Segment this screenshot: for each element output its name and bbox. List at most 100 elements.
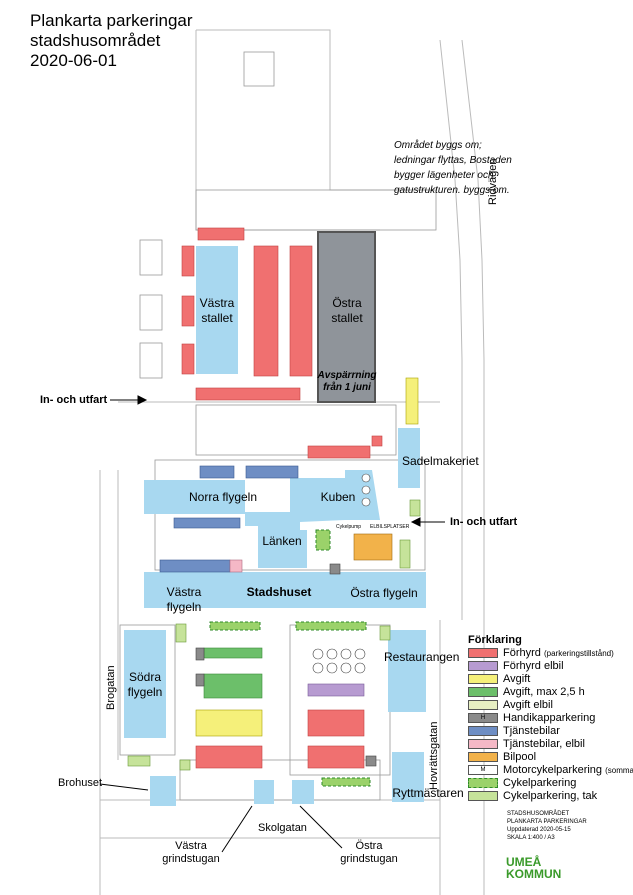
ostra-flygeln-label: Östra flygeln — [350, 586, 418, 600]
logo-line2: KOMMUN — [506, 867, 562, 881]
vastra-stallet-label: Västra stallet — [199, 296, 235, 325]
legend-title: Förklaring — [468, 634, 522, 646]
ostra-stallet-label: Östra stallet — [331, 296, 363, 325]
entrance-left-label: In- och utfart — [40, 394, 108, 406]
kuben-label: Kuben — [320, 490, 356, 504]
legend-label: Förhyrd elbil — [503, 660, 564, 673]
legend-label: Handikapparkering — [503, 712, 595, 725]
ostra-grindstugan-label: Östra grindstugan — [340, 840, 398, 865]
legend-label-text: Avgift, max 2,5 h — [503, 686, 585, 698]
legend-item: Bilpool — [468, 751, 633, 764]
map-metadata: STADSHUSOMRÅDET PLANKARTA PARKERINGAR Uppd… — [507, 810, 587, 842]
legend-label-text: Bilpool — [503, 751, 537, 763]
legend-item: Avgift elbil — [468, 699, 633, 712]
legend-swatch — [468, 752, 498, 762]
ryttmastaren-label: Ryttmästaren — [392, 786, 464, 800]
logo-line1: UMEÅ — [506, 855, 542, 869]
fee-parking — [195, 377, 419, 737]
legend-item: Cykelparkering — [468, 777, 633, 790]
legend-label: Förhyrd (parkeringstillstånd) — [503, 647, 614, 660]
legend-label: Tjänstebilar — [503, 725, 560, 738]
elbilsplatser-label: ELBILSPLATSER — [370, 524, 410, 530]
legend-label-text: Tjänstebilar, elbil — [503, 738, 585, 750]
legend-label: Avgift — [503, 673, 530, 686]
street-ridvagen: Ridvägen — [487, 158, 499, 205]
legend-swatch — [468, 791, 498, 801]
legend-swatch: M — [468, 765, 498, 775]
rented-parking — [181, 227, 383, 769]
meta-line1: STADSHUSOMRÅDET — [507, 811, 570, 817]
stadshuset-label: Stadshuset — [246, 585, 312, 599]
service-ev-parking — [229, 559, 243, 573]
arrows — [99, 395, 445, 853]
title-line2: stadshusområdet — [30, 31, 161, 50]
legend-item: Förhyrd elbil — [468, 660, 633, 673]
legend-label: Bilpool — [503, 751, 536, 764]
legend-label: Avgift elbil — [503, 699, 553, 712]
restaurangen-label: Restaurangen — [384, 650, 460, 664]
legend-label: Tjänstebilar, elbil — [503, 738, 585, 751]
legend-item: Cykelparkering, tak — [468, 790, 633, 803]
title-date: 2020-06-01 — [30, 51, 117, 70]
legend-swatch — [468, 661, 498, 671]
legend-label: Cykelparkering — [503, 777, 576, 790]
lanken-label: Länken — [262, 534, 302, 548]
rented-ev-parking — [307, 683, 365, 697]
legend-label: Avgift, max 2,5 h — [503, 686, 585, 699]
bike-roof-parking — [127, 499, 421, 771]
vastra-flygeln-label: Västra flygeln — [166, 585, 202, 614]
legend-item: Avgift — [468, 673, 633, 686]
legend-label: Motorcykelparkering (sommartid) — [503, 764, 633, 777]
legend-item: Avgift, max 2,5 h — [468, 686, 633, 699]
street-brogatan: Brogatan — [105, 665, 117, 710]
legend-swatch — [468, 674, 498, 684]
buildings — [124, 246, 426, 806]
legend-label-text: Handikapparkering — [503, 712, 596, 724]
legend-swatch — [468, 687, 498, 697]
legend-label-text: Förhyrd elbil — [503, 660, 564, 672]
legend-label-text: Tjänstebilar — [503, 725, 560, 737]
legend-label-note: (parkeringstillstånd) — [543, 649, 614, 658]
legend-label-text: Cykelparkering, tak — [503, 790, 598, 802]
legend-label-text: Motorcykelparkering — [503, 764, 603, 776]
legend-item: M Motorcykelparkering (sommartid) — [468, 764, 633, 777]
carpool-parking — [353, 533, 393, 561]
cykelpump-label: Cykelpump — [336, 524, 362, 530]
norra-flygeln-label: Norra flygeln — [188, 490, 258, 504]
sadelmakeriet-label: Sadelmakeriet — [402, 454, 479, 468]
legend-item: Förhyrd (parkeringstillstånd) — [468, 647, 633, 660]
legend-label-text: Avgift elbil — [503, 699, 553, 711]
meta-line2: PLANKARTA PARKERINGAR — [507, 819, 587, 825]
legend-swatch — [468, 739, 498, 749]
meta-updated: Uppdaterad 2020-05-15 — [507, 827, 571, 833]
legend-label-text: Avgift — [503, 673, 531, 685]
service-parking — [159, 465, 299, 573]
fee-short-parking — [203, 647, 263, 699]
meta-scale: SKALA 1:400 / A3 — [507, 835, 555, 841]
legend-swatch — [468, 778, 498, 788]
bike-racks — [312, 473, 371, 674]
bike-parking — [209, 529, 371, 787]
entrance-right-label: In- och utfart — [450, 516, 518, 528]
legend-swatch — [468, 700, 498, 710]
sodra-flygeln-label: Södra flygeln — [127, 670, 163, 699]
street-skolgatan: Skolgatan — [258, 822, 307, 834]
vastra-grindstugan-label: Västra grindstugan — [162, 840, 220, 865]
legend-label-text: Cykelparkering — [503, 777, 577, 789]
barrier-label: Avspärrning från 1 juni — [317, 370, 377, 393]
legend-swatch: H — [468, 713, 498, 723]
legend-item: Tjänstebilar, elbil — [468, 738, 633, 751]
construction-note: Området byggs om; ledningar flyttas, Bos… — [394, 140, 512, 196]
legend-label-text: Förhyrd — [503, 647, 541, 659]
legend-item: Tjänstebilar — [468, 725, 633, 738]
legend: Förklaring Förhyrd (parkeringstillstånd)… — [468, 634, 633, 803]
brohuset-label: Brohuset — [58, 777, 103, 789]
title-line1: Plankarta parkeringar — [30, 11, 193, 30]
ostra-stallet-building — [317, 231, 376, 403]
legend-label: Cykelparkering, tak — [503, 790, 597, 803]
legend-swatch — [468, 648, 498, 658]
legend-label-note: (sommartid) — [605, 766, 633, 775]
